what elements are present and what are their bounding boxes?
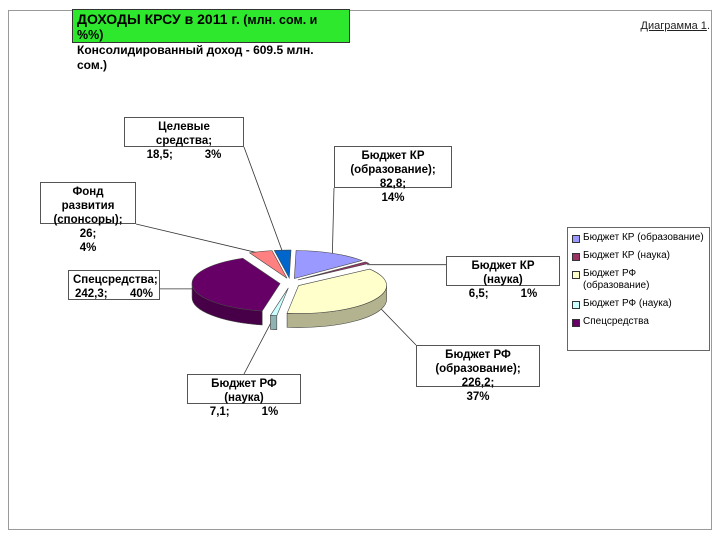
legend-swatch bbox=[572, 271, 580, 279]
chart-legend: Бюджет КР (образование) Бюджет КР (наука… bbox=[567, 227, 710, 351]
callout-special-funds: Спецсредства; 242,3; 40% bbox=[68, 270, 160, 300]
legend-item: Бюджет РФ (образование) bbox=[572, 268, 705, 292]
chart-title-units: (млн. сом. и %%) bbox=[77, 13, 318, 42]
legend-item: Бюджет РФ (наука) bbox=[572, 298, 705, 310]
pie-slice-side bbox=[270, 315, 278, 331]
pie-slice bbox=[273, 249, 292, 280]
callout-kr-science: Бюджет КР (наука) 6,5; 1% bbox=[446, 256, 560, 300]
diagram-label-suffix: . bbox=[706, 20, 710, 32]
legend-swatch bbox=[572, 235, 580, 243]
callout-line: Бюджет КР (наука) bbox=[471, 260, 535, 286]
callout-line: Спецсредства; bbox=[73, 274, 158, 286]
pie-slices bbox=[191, 249, 387, 316]
pie-slice bbox=[191, 257, 281, 312]
callout-line: (спонсоры); 26; bbox=[53, 214, 123, 240]
legend-item: Бюджет КР (наука) bbox=[572, 250, 705, 262]
callout-line: (образование); 82,8; bbox=[350, 164, 436, 190]
leader-line bbox=[243, 317, 274, 375]
pie-slice bbox=[248, 250, 288, 279]
leader-line bbox=[135, 223, 261, 254]
pie-slice bbox=[293, 250, 363, 279]
leader-line bbox=[243, 146, 283, 253]
legend-item: Бюджет КР (образование) bbox=[572, 232, 705, 244]
legend-swatch bbox=[572, 319, 580, 327]
callout-line: 242,3; 40% bbox=[75, 288, 153, 300]
chart-subtitle: Консолидированный доход - 609.5 млн. сом… bbox=[77, 43, 314, 72]
pie-slice bbox=[297, 261, 370, 281]
chart-frame bbox=[8, 10, 712, 530]
callout-kr-education: Бюджет КР (образование); 82,8; 14% bbox=[334, 146, 452, 204]
callout-line: Целевые средства; bbox=[155, 121, 213, 147]
legend-label: Бюджет КР (образование) bbox=[583, 232, 704, 243]
legend-label: Бюджет РФ (образование) bbox=[583, 268, 650, 291]
callout-line: 7,1; 1% bbox=[209, 406, 279, 418]
pie-slice bbox=[286, 268, 387, 314]
legend-item: Спецсредства bbox=[572, 316, 705, 328]
callout-line: 4% bbox=[79, 242, 97, 254]
callout-development-fund: Фонд развития (спонсоры); 26; 4% bbox=[40, 182, 136, 254]
callout-target-funds: Целевые средства; 18,5; 3% bbox=[124, 117, 244, 161]
pie-slice bbox=[269, 287, 289, 316]
legend-swatch bbox=[572, 253, 580, 261]
legend-label: Бюджет РФ (наука) bbox=[583, 298, 672, 309]
leader-line bbox=[331, 187, 335, 256]
callout-line: Фонд развития bbox=[61, 186, 115, 212]
callout-line: 6,5; 1% bbox=[468, 288, 538, 300]
callout-line: Бюджет РФ (наука) bbox=[211, 378, 277, 404]
callout-line: Бюджет РФ bbox=[445, 349, 511, 361]
chart-title: ДОХОДЫ КРСУ в 2011 г. bbox=[77, 11, 240, 27]
diagram-label-text: Диаграмма 1 bbox=[640, 20, 707, 32]
callout-line: Бюджет КР bbox=[361, 150, 425, 162]
callout-rf-education: Бюджет РФ (образование); 226,2; 37% bbox=[416, 345, 540, 403]
legend-swatch bbox=[572, 301, 580, 309]
callout-line: (образование); 226,2; bbox=[435, 363, 521, 389]
callout-rf-science: Бюджет РФ (наука) 7,1; 1% bbox=[187, 374, 301, 418]
legend-label: Спецсредства bbox=[583, 316, 649, 327]
legend-label: Бюджет КР (наука) bbox=[583, 250, 671, 261]
callout-line: 18,5; 3% bbox=[146, 149, 222, 161]
diagram-label: Диаграмма 1. bbox=[641, 20, 710, 32]
callout-line: 14% bbox=[381, 192, 405, 204]
chart-title-box: ДОХОДЫ КРСУ в 2011 г. (млн. сом. и %%) К… bbox=[72, 9, 350, 72]
callout-line: 37% bbox=[466, 391, 490, 403]
